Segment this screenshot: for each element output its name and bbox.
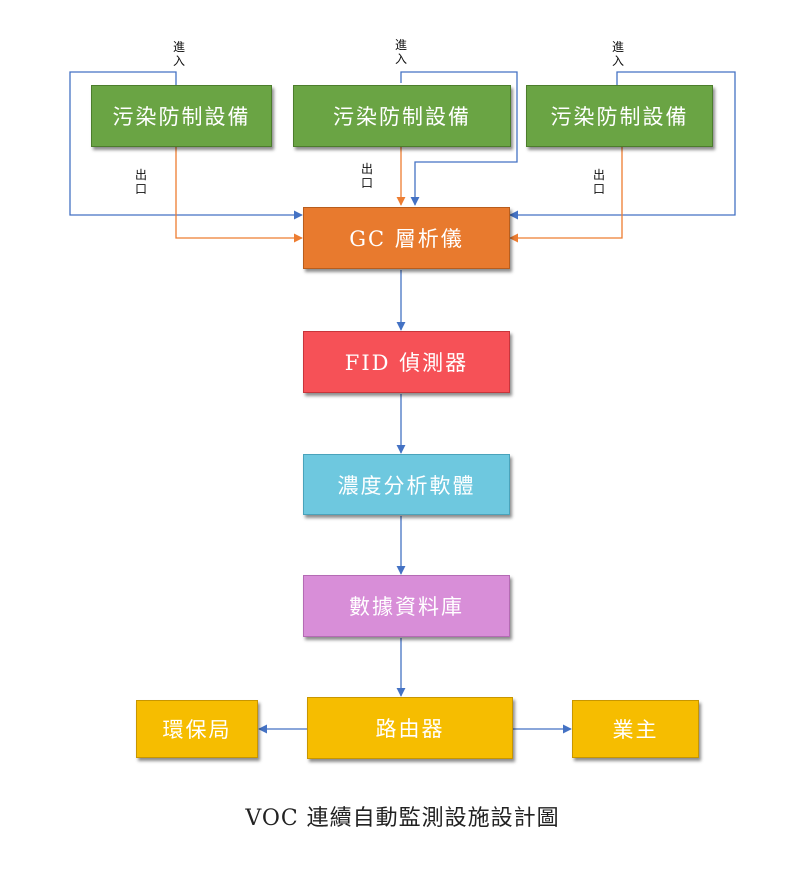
fid-detector: FID 偵測器 [303,331,510,393]
inlet-label-left: 進入 [172,40,185,68]
outlet-line-right [509,147,623,243]
outlet-label-left: 出口 [134,168,147,196]
outlet-line-left [175,147,303,243]
pollution-control-equipment-left: 污染防制設備 [91,85,272,147]
diagram-caption: VOC 連續自動監測設施設計圖 [245,806,560,831]
inlet-label-right: 進入 [611,40,624,68]
outlet-label-middle: 出口 [360,162,373,190]
inlet-line-middle [400,71,518,206]
outlet-label-right: 出口 [592,168,605,196]
inlet-line-left [69,71,303,220]
environmental-protection-bureau: 環保局 [136,700,258,758]
router: 路由器 [307,697,513,759]
concentration-analysis-software: 濃度分析軟體 [303,454,510,515]
gc-chromatograph: GC 層析儀 [303,207,510,269]
data-database: 數據資料庫 [303,575,510,637]
owner: 業主 [572,700,699,758]
pollution-control-equipment-middle: 污染防制設備 [293,85,511,147]
inlet-line-right [509,71,736,220]
pollution-control-equipment-right: 污染防制設備 [526,85,713,147]
inlet-label-middle: 進入 [394,38,407,66]
